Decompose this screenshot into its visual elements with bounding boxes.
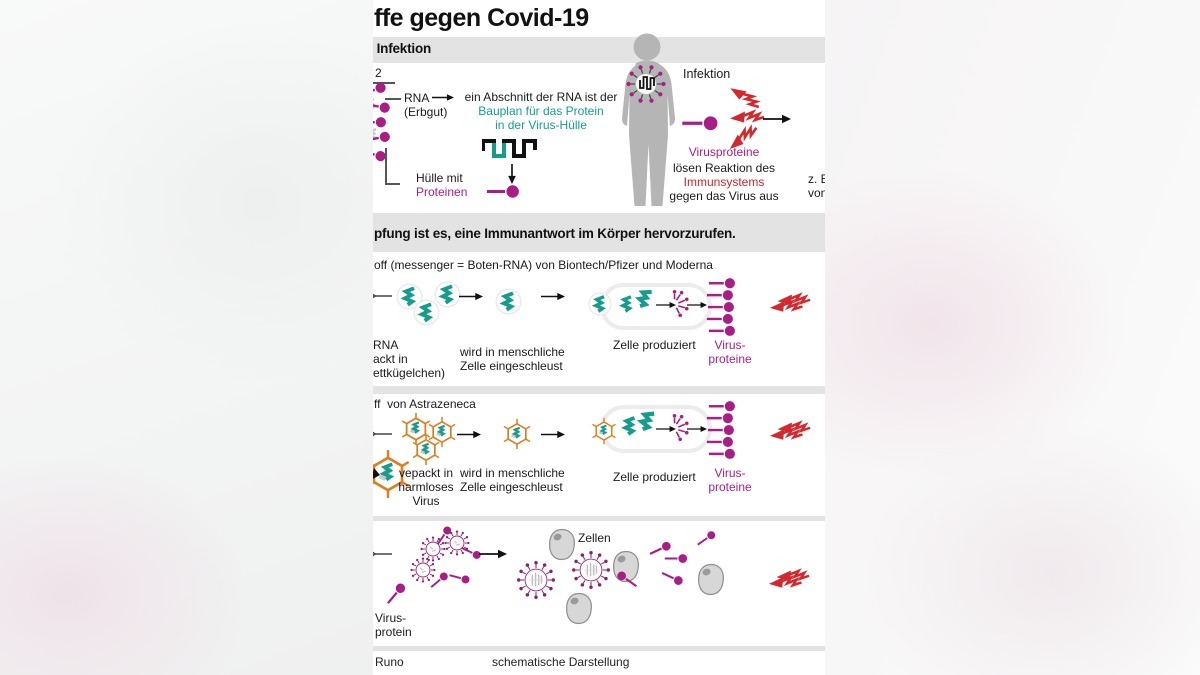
immune-lightning-icon [765, 568, 811, 595]
virus-protein-pin-icon [620, 578, 644, 589]
rna-label: RNA [404, 91, 430, 105]
virusproteine-label: Virusproteine [688, 145, 760, 159]
virus-protein-pin-icon [383, 590, 409, 602]
mrna-packed-3: ettkügelchen) [373, 366, 446, 380]
mrna-packed-2: ackt in [373, 352, 408, 366]
letterbox-blur-left [0, 0, 373, 675]
mrna-virusproteine-2: proteine [708, 352, 752, 366]
human-silhouette-icon [621, 33, 676, 206]
vector-packed-2: harmloses [398, 480, 454, 494]
arrow-right-icon [687, 301, 707, 309]
vector-packed-1: vepackt in [398, 466, 454, 480]
infektion-label: Infektion [683, 67, 731, 81]
vector-header: ff von Astrazeneca [374, 397, 476, 411]
mrna-lipid-icon [495, 288, 522, 315]
vector-schleust-1: wird in menschliche [460, 466, 565, 480]
immune-lightning-icon [766, 420, 812, 447]
abschnitt-text-3: in der Virus-Hülle [495, 118, 587, 132]
section-bar-infektion: r Infektion [373, 41, 432, 56]
arrow-right-icon [687, 425, 707, 433]
pointer-line [373, 82, 395, 84]
arrow-stub-icon [373, 290, 393, 302]
abschnitt-text-1: ein Abschnitt der RNA ist der [464, 90, 618, 104]
rna-squiggle-icon [635, 288, 654, 309]
spiky-virus-large-icon [571, 550, 611, 590]
spiky-virus-large-icon [516, 560, 556, 600]
immune-lightning-icons [724, 81, 766, 154]
vector-card [373, 394, 825, 516]
vector-schleust-2: Zelle eingeschleust [460, 480, 563, 494]
cropped-arrowhead-icon [373, 468, 380, 479]
membrane-proteins-icon [706, 400, 736, 460]
cropped-text-1: z. B [808, 172, 825, 186]
arrow-right-icon [459, 292, 483, 301]
abschnitt-text-2: Bauplan für das Protein [478, 104, 604, 118]
virus-protein-pin-icon [661, 571, 685, 582]
vector-virus-icon [589, 416, 619, 446]
mrna-schleust-1: wird in menschliche [460, 345, 565, 359]
schematic-note: schematische Darstellung [492, 655, 630, 669]
virus-protein-pin-icon [664, 553, 688, 564]
vector-virusproteine-1: Virus- [714, 466, 746, 480]
mrna-header: off (messenger = Boten-RNA) von Biontech… [374, 258, 713, 272]
section-bar-ziel: pfung ist es, eine Immunantwort im Körpe… [374, 226, 736, 241]
reaktion-text-2: Immunsystems [683, 175, 765, 189]
virus-protein-pin-icon [695, 536, 717, 546]
arrow-right-icon [457, 430, 481, 439]
vector-produziert: Zelle produziert [613, 470, 696, 484]
arrow-right-icon [432, 93, 454, 102]
arrow-down-icon [507, 164, 517, 184]
rna-squiggle-icon [619, 295, 635, 313]
huelle-label-1: Hülle mit [416, 171, 463, 185]
virusprotein-label-1: Virus- [375, 611, 407, 625]
arrow-stub-icon [373, 428, 393, 440]
pointer-line [385, 183, 400, 185]
arrow-stub-icon [373, 548, 393, 560]
pointer-line [385, 148, 387, 184]
mrna-produziert: Zelle produziert [613, 338, 696, 352]
mrna-card [373, 252, 825, 386]
huelle-label-2: Proteinen [416, 185, 468, 199]
cell-outline [600, 283, 712, 330]
mrna-lipid-icon [588, 292, 612, 316]
cropped-text-2: von [808, 186, 825, 200]
virus-protein-pin-icon [428, 578, 450, 588]
arrow-right-icon [541, 292, 565, 301]
arrow-right-icon [479, 549, 507, 559]
letterbox-blur-right [825, 0, 1200, 675]
infection-card [373, 63, 825, 213]
rna-squiggle-icon [637, 410, 657, 432]
mrna-lipid-icon [434, 281, 461, 308]
footer-card [373, 651, 825, 675]
virus-protein-pin-icon [449, 572, 471, 582]
zellen-label: Zellen [578, 531, 611, 545]
virusprotein-label-2: protein [375, 625, 412, 639]
reaktion-text-3: gegen das Virus aus [669, 189, 779, 203]
mrna-packed-1: RNA [373, 338, 399, 352]
page-title: ffe gegen Covid-19 [374, 4, 589, 32]
title-card [373, 0, 825, 37]
infographic-column: ffe gegen Covid-19 r Infektion pfung ist… [373, 0, 825, 675]
pointer-line [385, 98, 401, 100]
reaktion-text-1: lösen Reaktion des [672, 161, 776, 175]
vector-virusproteine-2: proteine [708, 480, 752, 494]
virus-in-body-icon [624, 62, 668, 106]
erbgut-label: (Erbgut) [404, 105, 448, 119]
vector-virus-icon [500, 417, 534, 451]
virus-protein-pin-icon [433, 534, 455, 544]
mrna-schleust-2: Zelle eingeschleust [460, 359, 563, 373]
vector-packed-3: Virus [412, 494, 440, 508]
arrow-right-icon [763, 114, 791, 124]
cell-icon [696, 562, 726, 597]
cell-icon [564, 591, 594, 626]
arrow-right-icon [541, 430, 565, 439]
mrna-virusproteine-1: Virus- [714, 338, 746, 352]
immune-lightning-icon [766, 292, 812, 319]
sars-cov-2-fragment: 2 [375, 66, 382, 80]
credit-label: Runo [375, 655, 404, 669]
virus-protein-pin-icon [485, 184, 521, 199]
rna-wave-icon [482, 136, 544, 162]
membrane-proteins-icon [706, 277, 736, 337]
